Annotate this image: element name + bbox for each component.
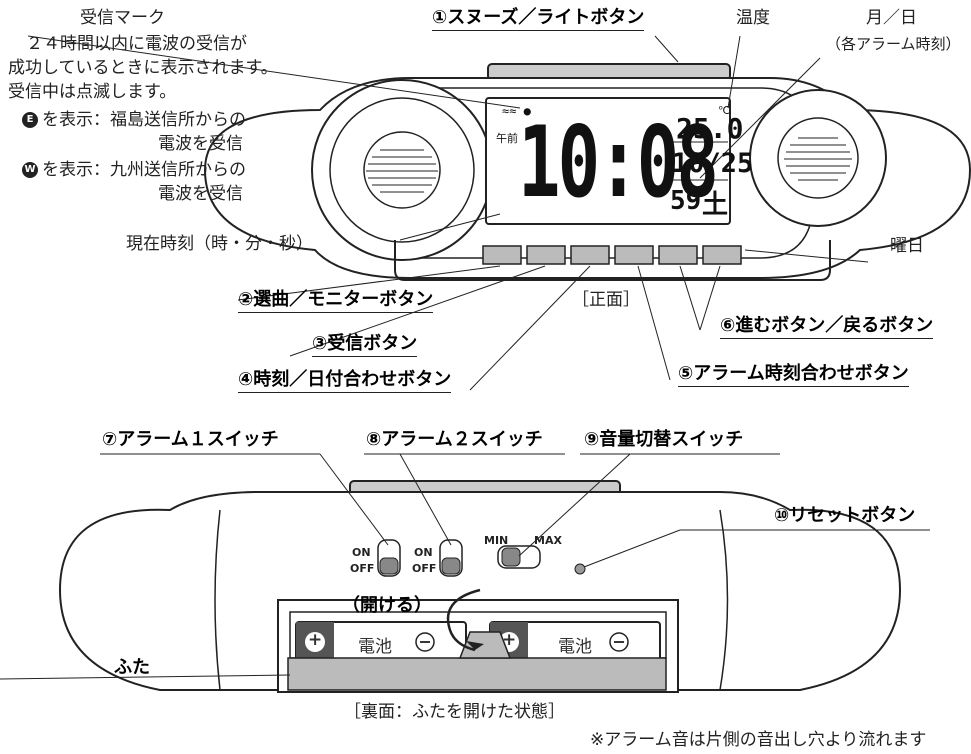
lcd-weekday: 土 [702, 190, 729, 220]
alarm2-switch-label: ⑧アラーム２スイッチ [366, 429, 543, 450]
alarm-note: ※アラーム音は片側の音出し穴より流れます [590, 730, 927, 750]
alarm-times-label: （各アラーム時刻） [826, 35, 961, 53]
open-label: （開ける） [342, 595, 432, 616]
front-view-label: ［正面］ [572, 290, 640, 310]
back-view-label: ［裏面：ふたを開けた状態］ [344, 702, 565, 722]
battery-left-plus-icon: + [308, 630, 323, 650]
right-speaker [749, 89, 887, 227]
snooze-light-label: ①スヌーズ／ライトボタン [432, 8, 645, 31]
kyushu-symbol-icon: W [22, 162, 38, 178]
alarm1-off-label: OFF [350, 562, 375, 575]
lcd-temp-unit: ℃ [718, 104, 731, 117]
alarm2-on-label: ON [414, 546, 433, 559]
reset-button-label: ⑩リセットボタン [774, 505, 916, 526]
battery-left-label: 電池 [358, 637, 392, 657]
left-speaker [311, 79, 493, 261]
volume-switch-label: ⑨音量切替スイッチ [584, 429, 744, 450]
clock-stand [394, 240, 831, 281]
alarm1-switch-label: ⑦アラーム１スイッチ [102, 429, 279, 450]
select-monitor-label: ②選曲／モニターボタン [238, 290, 434, 313]
fukushima-symbol-icon: E [22, 112, 38, 128]
fwd-back-label: ⑥進むボタン／戻るボタン [720, 316, 934, 339]
lcd-ampm: 午前 [496, 132, 518, 145]
month-day-label: 月／日 [866, 8, 917, 28]
battery-right-label: 電池 [558, 637, 592, 657]
alarm2-switch [439, 539, 463, 577]
open-arrow-icon [446, 588, 481, 652]
lcd-screen [485, 97, 731, 225]
temperature-label: 温度 [736, 8, 770, 28]
receive-button-label: ③受信ボタン [312, 334, 418, 357]
receive-desc-1: ２４時間以内に電波の受信が [26, 34, 247, 54]
volume-max-label: MAX [534, 534, 562, 547]
lcd-date: 10/25 [672, 148, 754, 179]
reset-button [574, 563, 586, 575]
battery-right-plus-icon: + [502, 630, 517, 650]
receive-mark-label: 受信マーク [80, 8, 165, 28]
alarm2-off-label: OFF [412, 562, 437, 575]
time-date-set-label: ④時刻／日付合わせボタン [238, 370, 452, 393]
volume-min-label: MIN [484, 534, 509, 547]
battery-lid [287, 657, 667, 691]
lcd-temperature: 25.0 [676, 112, 744, 145]
volume-switch [497, 545, 541, 569]
lid-label: ふた [114, 657, 150, 678]
kyushu-text: を表示：九州送信所からの [42, 160, 246, 180]
receive-desc-2: 成功しているときに表示されます。 [8, 58, 278, 78]
fukushima-line2: 電波を受信 [158, 134, 243, 154]
front-buttons [482, 245, 742, 265]
fukushima-text: を表示：福島送信所からの [42, 110, 246, 130]
alarm1-switch [377, 539, 401, 577]
lcd-signal-icon: ≈≈ ● [502, 104, 531, 118]
lcd-seconds: 59 [670, 186, 702, 216]
lcd-time: 10:08 [518, 106, 719, 220]
kyushu-line2: 電波を受信 [158, 184, 243, 204]
alarm-time-set-label: ⑤アラーム時刻合わせボタン [678, 364, 909, 387]
weekday-label: 曜日 [890, 236, 924, 256]
alarm1-on-label: ON [352, 546, 371, 559]
current-time-label: 現在時刻（時・分・秒） [126, 234, 313, 254]
receive-desc-3: 受信中は点滅します。 [8, 82, 177, 102]
